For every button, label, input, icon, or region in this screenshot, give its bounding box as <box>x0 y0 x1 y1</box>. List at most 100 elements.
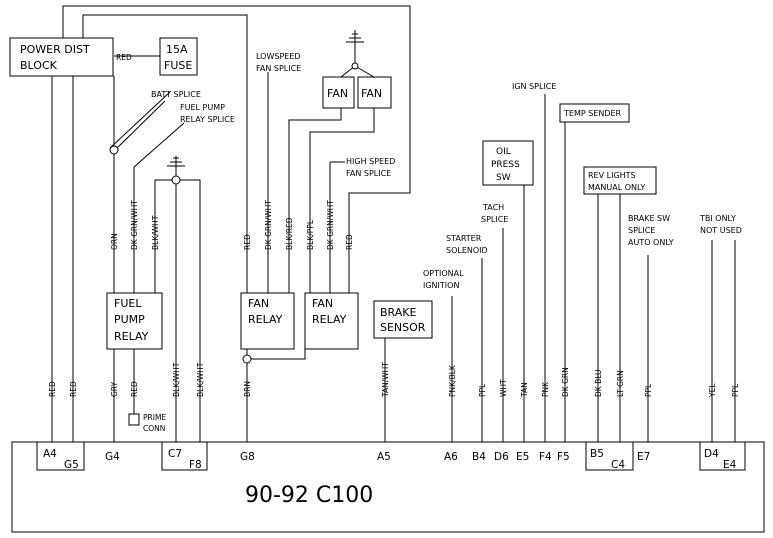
brake-sensor: BRAKE SENSOR <box>373 300 433 339</box>
highspeed-splice-label-1: HIGH SPEED <box>346 157 395 166</box>
lowspeed-splice-label-2: FAN SPLICE <box>256 64 301 73</box>
splice-points <box>109 62 359 364</box>
ground-icon <box>167 156 185 172</box>
pin-a4: A4 <box>43 448 57 460</box>
power-dist-label-2: BLOCK <box>20 59 58 72</box>
fuel-pump-relay: FUEL PUMP RELAY <box>106 292 163 350</box>
batt-splice-label: BATT SPLICE <box>151 90 201 99</box>
pin-c7: C7 <box>168 448 182 460</box>
pin-box-b5-c4 <box>585 441 634 471</box>
wire-color-e5: TAN <box>520 382 529 398</box>
annotations: BATT SPLICE FUEL PUMP RELAY SPLICE LOWSP… <box>151 52 742 290</box>
wire-color-f5: DK GRN <box>561 367 570 397</box>
pin-e5: E5 <box>516 451 529 463</box>
highspeed-splice-label-2: FAN SPLICE <box>346 169 391 178</box>
pin-b4: B4 <box>472 451 486 463</box>
wire-color-dkgrnwht-3: DK GRN/WHT <box>326 200 335 250</box>
fan-2-label: FAN <box>361 87 382 100</box>
prime-conn-label-1: PRIME <box>143 413 166 422</box>
fan-2: FAN <box>357 76 392 109</box>
fan-relay-2-label-2: RELAY <box>312 313 347 326</box>
connector-c100: A4 G5 G4 C7 F8 G8 A5 A6 B4 D6 E5 F4 F5 B… <box>11 441 765 533</box>
ground-icon <box>346 30 364 48</box>
ign-splice-label: IGN SPLICE <box>512 82 556 91</box>
wire-color-blkppl: BLK/PPL <box>306 219 315 250</box>
wires <box>51 5 736 442</box>
pin-a5: A5 <box>377 451 391 463</box>
lowspeed-splice-label-1: LOWSPEED <box>256 52 301 61</box>
brake-sw-label-1: BRAKE SW <box>628 214 670 223</box>
brake-sensor-label-2: SENSOR <box>380 321 426 334</box>
fuel-pump-splice-label-2: RELAY SPLICE <box>180 115 235 124</box>
connector-title: 90-92 C100 <box>245 483 373 508</box>
pin-f5: F5 <box>557 451 570 463</box>
wire-color-d4: YEL <box>708 383 717 398</box>
brake-sensor-label-1: BRAKE <box>380 306 416 319</box>
fan-relay-2-label-1: FAN <box>312 297 333 310</box>
fuse-wire-color: RED <box>116 53 132 62</box>
wire-color-blkwht-1: BLK/WHT <box>151 215 160 250</box>
pin-f8: F8 <box>189 459 202 471</box>
wire-color-b5: DK BLU <box>594 369 603 397</box>
wire-color-d6: WHT <box>499 379 508 397</box>
wire-color-prime: RED <box>130 381 139 397</box>
starter-solenoid-label-1: STARTER <box>446 234 482 243</box>
starter-solenoid-label-2: SOLENOID <box>446 246 488 255</box>
ground-splice-dot <box>171 175 181 185</box>
wire-color-c4: LT GRN <box>616 370 625 397</box>
tbi-only-label-1: TBI ONLY <box>699 214 736 223</box>
fuel-pump-relay-label-1: FUEL <box>114 297 142 310</box>
fuse-label-2: FUSE <box>164 59 192 72</box>
oil-press-label-1: OIL <box>496 147 511 157</box>
brn-splice-dot <box>242 354 252 364</box>
wire-color-f4: PNK <box>541 381 550 397</box>
wire-color-a6: PNK/BLK <box>448 364 457 397</box>
rev-lights-label-1: REV LIGHTS <box>588 171 636 180</box>
wire-color-a5: TAN/WHT <box>381 362 390 398</box>
pin-g4: G4 <box>105 451 120 463</box>
fuse-label-1: 15A <box>166 43 188 56</box>
wire-color-dkgrnwht-1: DK GRN/WHT <box>130 200 139 250</box>
wire-color-f8: BLK/WHT <box>196 362 205 397</box>
wire-color-c7: BLK/WHT <box>172 362 181 397</box>
prime-conn-label-2: CONN <box>143 424 165 433</box>
wire-color-g5: RED <box>69 381 78 397</box>
brake-sw-label-3: AUTO ONLY <box>628 238 674 247</box>
fuel-pump-relay-label-2: PUMP <box>114 313 145 326</box>
wire-color-e4: PPL <box>731 383 740 397</box>
batt-splice-dot <box>109 145 119 155</box>
prime-conn: PRIME CONN <box>128 413 166 433</box>
wire-color-dkgrnwht-2: DK GRN/WHT <box>264 200 273 250</box>
wire-color-blkred: BLK/RED <box>285 217 294 250</box>
oil-press-label-2: PRESS <box>491 160 520 170</box>
wire-color-orn: ORN <box>110 233 119 250</box>
fuel-pump-splice-label-1: FUEL PUMP <box>180 103 225 112</box>
wire-color-a4: RED <box>48 381 57 397</box>
optional-ignition-label-1: OPTIONAL <box>423 269 464 278</box>
fan-1: FAN <box>322 76 355 109</box>
pin-e7: E7 <box>637 451 650 463</box>
pin-box-d4-e4 <box>699 441 746 471</box>
pin-d6: D6 <box>494 451 509 463</box>
fan-ground-splice-dot <box>351 62 359 70</box>
fan-relay-2: FAN RELAY <box>304 292 359 350</box>
pin-g5: G5 <box>64 459 79 471</box>
rev-lights-label-2: MANUAL ONLY <box>588 183 645 192</box>
pin-b5: B5 <box>590 448 604 460</box>
pin-d4: D4 <box>704 448 719 460</box>
tach-splice-label-1: TACH <box>482 203 504 212</box>
tach-splice-label-2: SPLICE <box>481 215 508 224</box>
wire-color-e7: PPL <box>644 383 653 397</box>
tbi-only-label-2: NOT USED <box>700 226 742 235</box>
fuse-15a: 15A FUSE <box>159 37 198 76</box>
fan-1-label: FAN <box>327 87 348 100</box>
pin-box-c7-f8 <box>161 441 208 471</box>
wire-color-g4: GRY <box>110 381 119 397</box>
wire-color-red-fr2: RED <box>345 234 354 250</box>
pin-g8: G8 <box>240 451 255 463</box>
temp-sender: TEMP SENDER <box>559 103 630 123</box>
fan-relay-1-label-1: FAN <box>248 297 269 310</box>
pin-a6: A6 <box>444 451 458 463</box>
fuel-pump-relay-label-3: RELAY <box>114 330 149 343</box>
